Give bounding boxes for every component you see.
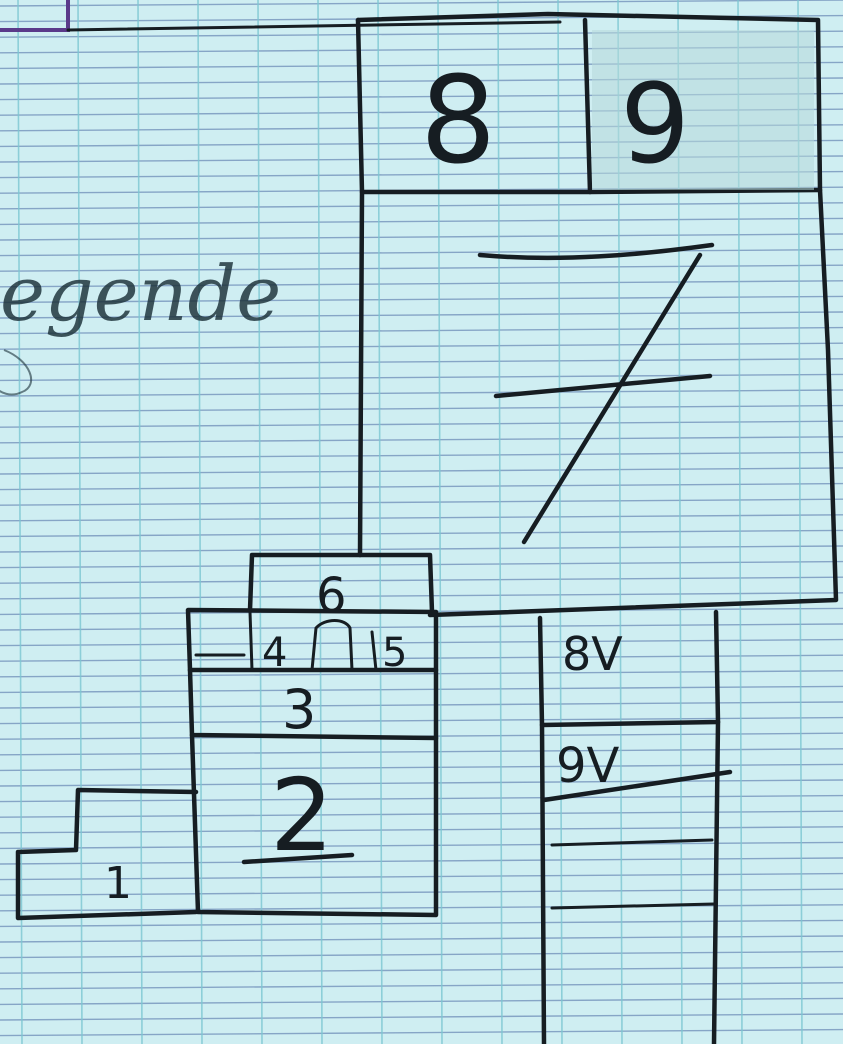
room-3-label: 3 xyxy=(282,678,316,741)
room-6-label: 6 xyxy=(316,568,347,624)
room-4-label: 4 xyxy=(262,630,287,676)
legend-word: egende xyxy=(0,249,281,338)
room-7-left-wall xyxy=(360,192,362,555)
room-9-label: 9 xyxy=(620,60,690,188)
room-2-label: 2 xyxy=(270,757,334,874)
room-5-label: 5 xyxy=(382,630,407,676)
room-8-label: 8 xyxy=(420,52,496,191)
room-4-left-wall xyxy=(250,612,252,670)
room-9v-label: 9V xyxy=(556,738,620,794)
room-1-label: 1 xyxy=(104,858,132,909)
column-left-wall xyxy=(542,725,544,1044)
room-8v-label: 8V xyxy=(562,627,623,681)
